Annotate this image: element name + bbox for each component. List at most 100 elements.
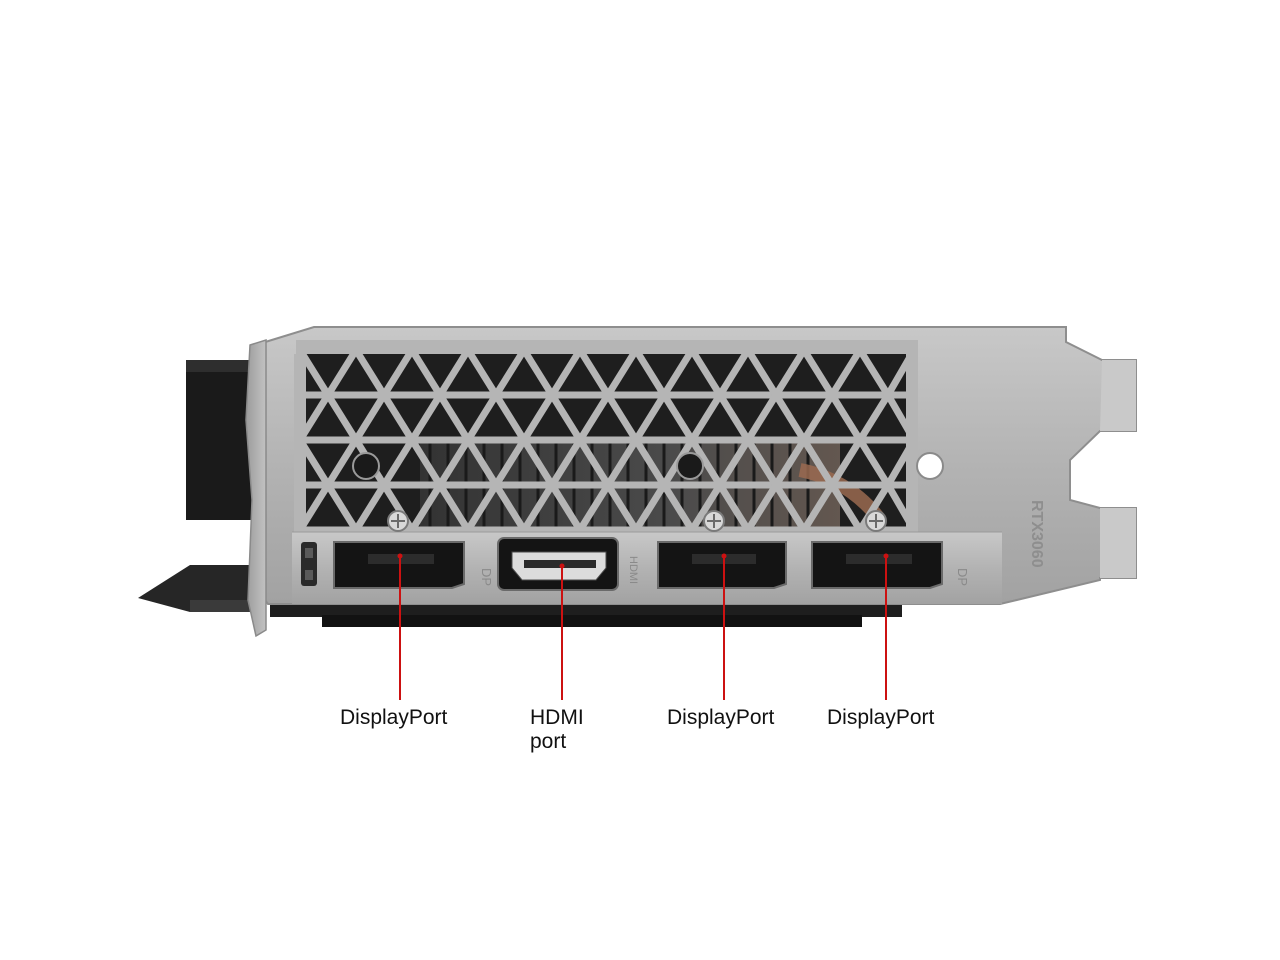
lattice-strut	[325, 438, 359, 487]
pcb-edge	[138, 565, 265, 612]
lattice-strut	[717, 483, 751, 532]
lattice-strut	[437, 393, 471, 442]
label-displayport-1: DisplayPort	[340, 706, 448, 729]
vent-lattice	[294, 340, 918, 534]
lattice-strut	[773, 483, 807, 532]
label-displayport-2: DisplayPort	[667, 706, 775, 729]
lattice-strut	[661, 348, 695, 397]
label-displayport-3: DisplayPort	[827, 706, 935, 729]
label-hdmi-line2: port	[530, 730, 567, 753]
lattice-strut	[773, 438, 807, 487]
mounting-hole-icon	[352, 452, 380, 480]
leader-dot-dp2	[721, 553, 727, 559]
lattice-strut	[577, 393, 611, 442]
lattice-strut	[773, 393, 807, 442]
lattice-strut	[549, 438, 583, 487]
displayport-3	[811, 541, 943, 589]
dp-mark-2: DP	[955, 568, 970, 586]
lattice-strut	[577, 348, 611, 397]
lattice-strut	[745, 438, 779, 487]
lattice-strut	[857, 348, 891, 397]
lattice-strut	[605, 393, 639, 442]
lattice-strut	[549, 393, 583, 442]
model-engraving: RTX3060	[1028, 500, 1045, 568]
lattice-strut	[325, 348, 359, 397]
lattice-strut	[409, 483, 443, 532]
lattice-strut	[829, 483, 863, 532]
lattice-strut	[689, 483, 723, 532]
lattice-strut	[801, 393, 835, 442]
lattice-strut	[381, 348, 415, 397]
lattice-strut	[465, 438, 499, 487]
lattice-strut	[745, 348, 779, 397]
hdmi-mark: HDMI	[627, 556, 639, 584]
leader-lines	[397, 553, 889, 700]
lattice-strut	[437, 348, 471, 397]
lattice-strut	[857, 438, 891, 487]
lattice-strut	[829, 348, 863, 397]
lattice-strut	[493, 483, 527, 532]
label-hdmi-line1: HDMI	[530, 706, 584, 729]
lattice-strut	[325, 393, 359, 442]
mounting-hole-icon	[676, 452, 704, 480]
lattice-strut	[745, 483, 779, 532]
lattice-strut	[437, 438, 471, 487]
lattice-strut	[381, 393, 415, 442]
leader-dot-dp1	[397, 553, 403, 559]
lattice-strut	[577, 438, 611, 487]
lattice-strut	[829, 393, 863, 442]
label-hdmi-port: HDMI port	[530, 706, 584, 754]
lattice-strut	[521, 483, 555, 532]
lattice-strut	[353, 483, 387, 532]
lattice-strut	[605, 348, 639, 397]
lattice-strut	[577, 483, 611, 532]
lattice-strut	[465, 348, 499, 397]
lattice-strut	[605, 438, 639, 487]
lattice-strut	[353, 393, 387, 442]
lattice-strut	[493, 438, 527, 487]
lattice-strut	[801, 348, 835, 397]
lattice-strut	[605, 483, 639, 532]
lattice-strut	[801, 438, 835, 487]
lattice-strut	[857, 483, 891, 532]
leader-dot-dp3	[883, 553, 889, 559]
lattice-strut	[773, 348, 807, 397]
lattice-strut	[521, 348, 555, 397]
lattice-strut	[353, 348, 387, 397]
card-shroud-left	[186, 360, 252, 520]
hdmi-port	[497, 537, 619, 591]
lattice-strut	[633, 483, 667, 532]
screw-icon	[865, 510, 887, 532]
lattice-strut	[717, 393, 751, 442]
lattice-strut	[717, 348, 751, 397]
lattice-strut	[857, 393, 891, 442]
lattice-strut	[409, 438, 443, 487]
lattice-strut	[493, 393, 527, 442]
leader-dot-hdmi	[559, 563, 565, 569]
displayport-2	[657, 541, 787, 589]
lattice-strut	[717, 438, 751, 487]
lattice-strut	[409, 348, 443, 397]
lattice-strut	[745, 393, 779, 442]
lattice-strut	[549, 348, 583, 397]
screw-icon	[703, 510, 725, 532]
lattice-strut	[493, 348, 527, 397]
screw-icon	[387, 510, 409, 532]
lattice-strut	[549, 483, 583, 532]
lattice-strut	[689, 393, 723, 442]
lattice-strut	[829, 438, 863, 487]
lattice-strut	[409, 393, 443, 442]
lattice-strut	[633, 348, 667, 397]
lattice-strut	[521, 438, 555, 487]
backplate	[270, 603, 902, 627]
dp-mark-1: DP	[479, 568, 494, 586]
lattice-strut	[661, 393, 695, 442]
lattice-strut	[801, 483, 835, 532]
lattice-strut	[325, 483, 359, 532]
lattice-strut	[381, 438, 415, 487]
lattice-strut	[689, 348, 723, 397]
lattice-strut	[437, 483, 471, 532]
lattice-strut	[465, 393, 499, 442]
lattice-strut	[633, 438, 667, 487]
